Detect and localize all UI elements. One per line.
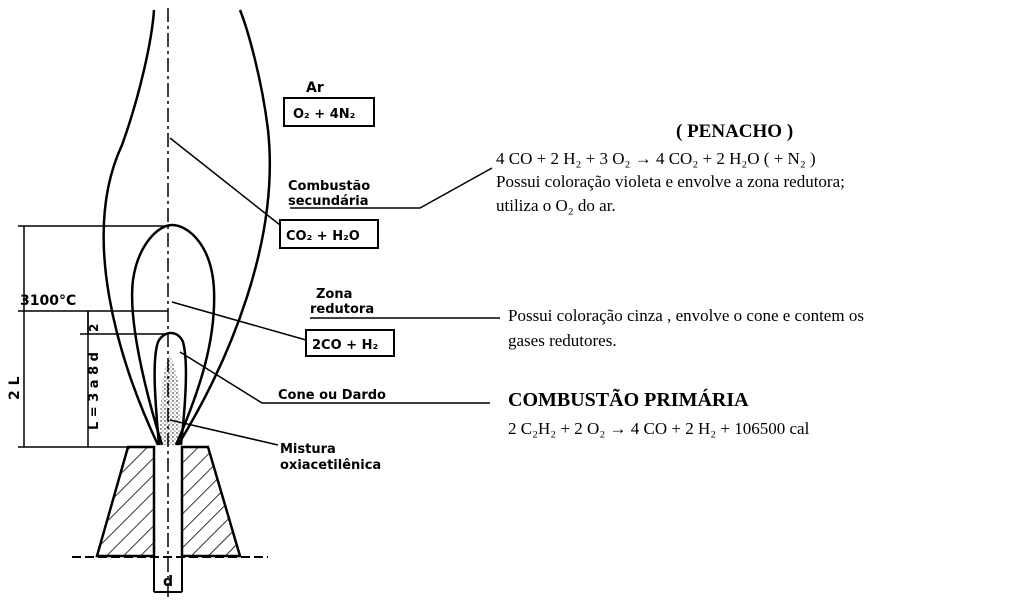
penacho-title: ( PENACHO ): [676, 121, 794, 142]
redutora-box: [305, 329, 395, 357]
secundaria-formula: CO₂ + H₂O: [286, 229, 360, 244]
ar-label: Ar: [306, 80, 324, 96]
redutora-formula: 2CO + H₂: [312, 338, 378, 353]
primaria-equation: 2 C₂H₂ + 2 O₂ → 4 CO + 2 H₂ + 106500 cal: [508, 419, 810, 438]
zona-redutora-label-2: redutora: [310, 302, 374, 317]
mistura-label-2: oxiacetilênica: [280, 458, 381, 473]
leader-secundaria-plume: [169, 137, 281, 226]
leader-penacho: [290, 167, 493, 209]
inner-cone-outline: [153, 331, 188, 446]
inner-cone-fill: [160, 355, 181, 445]
reducing-zone-outline: [130, 223, 216, 446]
mistura-label-1: Mistura: [280, 442, 336, 457]
redutora-desc-1: Possui coloração cinza , envolve o cone …: [508, 306, 864, 325]
leader-mistura: [169, 419, 279, 446]
torch-tip-left: [95, 445, 156, 558]
penacho-desc-2: utiliza o O₂ do ar.: [496, 196, 616, 215]
dim-l-label: L = 3 a 8 d: [87, 352, 102, 430]
zona-redutora-label-1: Zona: [316, 287, 352, 302]
cone-ou-dardo-label: Cone ou Dardo: [278, 388, 386, 403]
redutora-desc-2: gases redutores.: [508, 331, 617, 350]
ar-formula: O₂ + 4N₂: [293, 107, 355, 122]
torch-tip-right: [180, 445, 242, 558]
penacho-desc-1: Possui coloração violeta e envolve a zon…: [496, 172, 845, 191]
dim-d-label: d: [163, 574, 173, 590]
secundaria-box: [279, 219, 379, 249]
combustao-secundaria-label-2: secundária: [288, 194, 369, 209]
combustao-secundaria-label-1: Combustão: [288, 179, 370, 194]
penacho-equation: 4 CO + 2 H₂ + 3 O₂ → 4 CO₂ + 2 H₂O ( + N…: [496, 149, 816, 168]
ar-box: [283, 97, 375, 127]
dim-2l-label: 2 L: [7, 376, 23, 400]
leader-cone: [179, 351, 490, 404]
primaria-title: COMBUSTÃO PRIMÁRIA: [508, 389, 749, 411]
leader-redutora-zone: [171, 301, 307, 341]
dim-small-label: 2: [87, 324, 101, 332]
temperature-label: 3100°C: [20, 293, 76, 309]
